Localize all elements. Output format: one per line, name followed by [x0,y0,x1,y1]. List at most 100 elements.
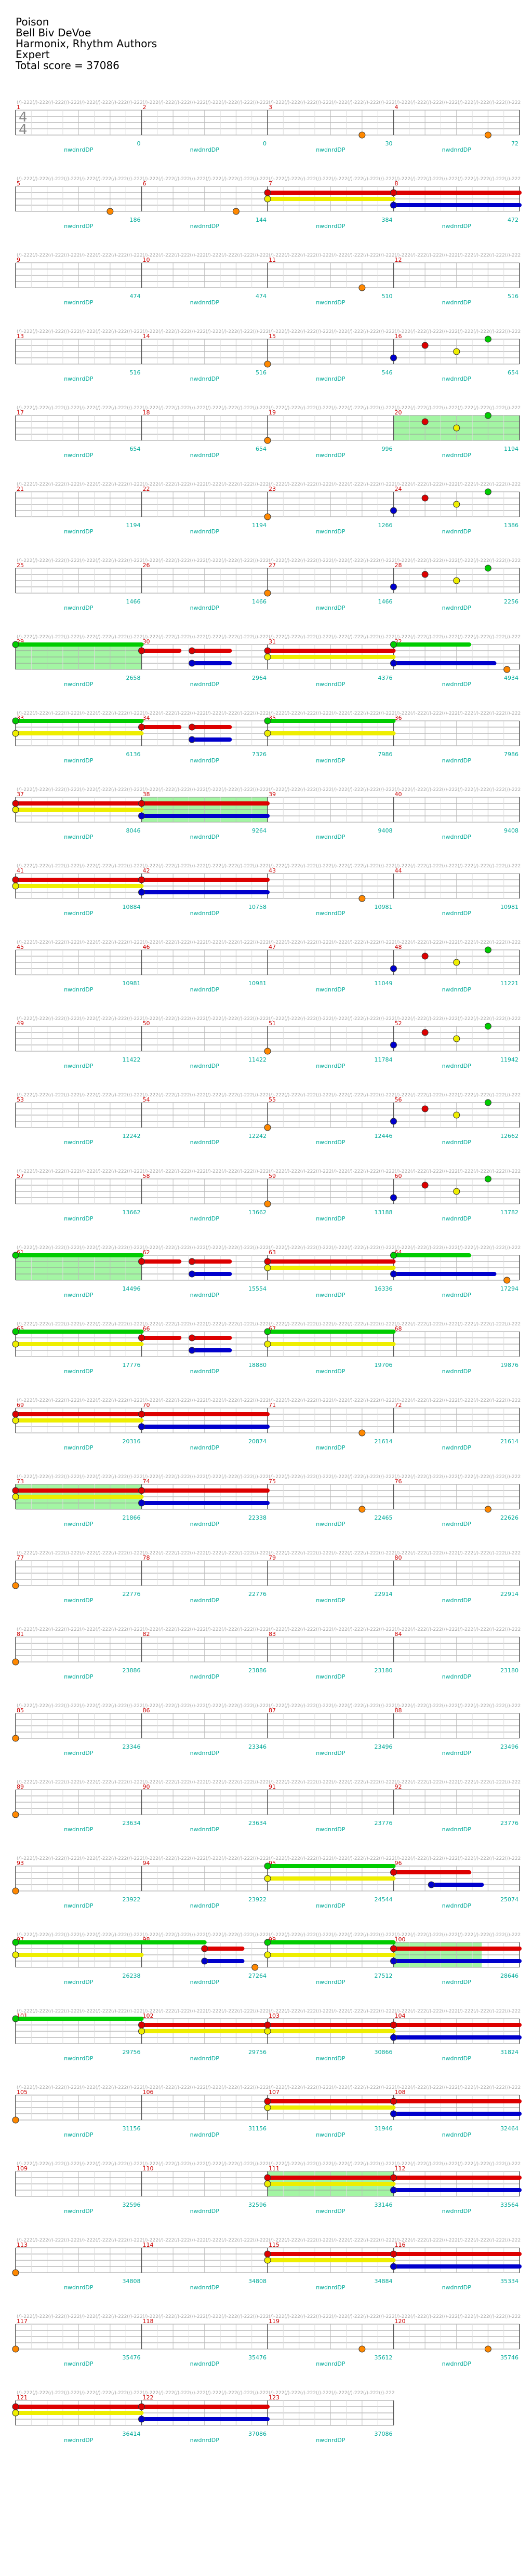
section-label: (∕)-222 [206,2391,221,2396]
note-gem [264,653,271,661]
score-label: nwdnrdDP [64,1750,94,1756]
note-gem [421,571,429,578]
section-label: (∕)-222 [473,482,489,487]
section-label: (∕)-222 [410,1933,426,1938]
section-label: (∕)-222 [48,1398,64,1403]
section-label: (∕)-222 [237,329,252,334]
section-label: (∕)-222 [473,1474,489,1480]
measure-number: 71 [269,1402,276,1408]
section-label: (∕)-222 [363,864,379,869]
section-label: (∕)-222 [237,2085,252,2090]
section-label: (∕)-222 [363,558,379,564]
score-label: nwdnrdDP [64,1826,94,1833]
score-label: nwdnrdDP [64,1292,94,1298]
note-gem [264,513,271,520]
section-label: (∕)-222 [284,1780,300,1785]
score-label: nwdnrdDP [64,528,94,535]
measure-number: 116 [395,2242,406,2248]
note-gem [138,647,145,654]
measure-number: 17 [17,409,24,416]
measure-number: 77 [17,1554,24,1561]
section-label: (∕)-222 [489,1245,504,1251]
score-label: nwdnrdDP [316,2055,345,2062]
section-label: (∕)-222 [111,1398,127,1403]
note-gem [12,1735,19,1742]
measure-score: 144 [256,217,267,223]
section-label: (∕)-222 [79,787,95,793]
section-label: (∕)-222 [143,558,158,564]
section-label: (∕)-222 [221,1245,237,1251]
section-label: (∕)-222 [64,940,79,945]
section-label: (∕)-222 [284,1474,300,1480]
score-label: nwdnrdDP [442,1063,472,1069]
section-label: (∕)-222 [363,940,379,945]
section-label: (∕)-222 [473,787,489,793]
score-label: nwdnrdDP [64,757,94,764]
section-label: (∕)-222 [489,406,504,411]
section-label: (∕)-222 [127,406,142,411]
measure-score: 23346 [123,1743,141,1750]
measure-number: 89 [17,1783,24,1790]
section-label: (∕)-222 [379,2085,394,2090]
section-label: (∕)-222 [206,1016,221,1022]
section-label: (∕)-222 [253,1703,269,1709]
section-label: (∕)-222 [426,635,442,640]
section-label: (∕)-222 [426,1169,442,1174]
section-label: (∕)-222 [237,1551,252,1556]
note-gem [138,812,145,820]
section-label: (∕)-222 [79,940,95,945]
section-label: (∕)-222 [316,1933,331,1938]
section-label: (∕)-222 [111,1016,127,1022]
section-label: (∕)-222 [300,482,316,487]
section-label: (∕)-222 [348,253,363,258]
measure-score: 23496 [500,1743,518,1750]
section-label: (∕)-222 [32,1169,48,1174]
measure-score: 27264 [248,1973,267,1979]
section-label: (∕)-222 [331,635,347,640]
measure-score: 31946 [375,2125,393,2132]
section-label: (∕)-222 [300,1398,316,1403]
measure-number: 121 [17,2394,28,2401]
score-label: nwdnrdDP [190,299,220,306]
section-label: (∕)-222 [253,940,269,945]
measure-number: 85 [17,1707,24,1714]
section-label: (∕)-222 [96,1551,111,1556]
section-label: (∕)-222 [269,635,284,640]
section-label: (∕)-222 [363,100,379,105]
section-label: (∕)-222 [96,1474,111,1480]
section-label: (∕)-222 [158,1474,174,1480]
section-label: (∕)-222 [253,1093,269,1098]
measure-score: 1266 [378,522,393,529]
section-label: (∕)-222 [458,2009,473,2014]
time-signature-top: 4 [19,110,28,125]
section-label: (∕)-222 [363,2238,379,2243]
measure-number: 63 [269,1249,276,1256]
chart-row: (∕)-222(∕)-222(∕)-222(∕)-222(∕)-222(∕)-2… [15,329,521,382]
section-label: (∕)-222 [316,558,331,564]
score-label: nwdnrdDP [442,1979,472,1985]
measure-number: 18 [143,409,150,416]
measure-number: 27 [269,562,276,569]
section-label: (∕)-222 [79,2238,95,2243]
section-label: (∕)-222 [17,940,32,945]
note-gem [484,131,491,139]
section-label: (∕)-222 [269,406,284,411]
section-label: (∕)-222 [395,940,410,945]
section-label: (∕)-222 [316,2391,331,2396]
section-label: (∕)-222 [284,558,300,564]
section-label: (∕)-222 [284,635,300,640]
section-label: (∕)-222 [505,1016,521,1022]
section-label: (∕)-222 [48,1169,64,1174]
measure-score: 33564 [500,2202,518,2208]
section-label: (∕)-222 [143,482,158,487]
measure-number: 115 [269,2242,280,2248]
section-label: (∕)-222 [143,1016,158,1022]
section-label: (∕)-222 [363,406,379,411]
section-label: (∕)-222 [442,1474,457,1480]
section-label: (∕)-222 [284,2162,300,2167]
section-label: (∕)-222 [410,711,426,716]
section-label: (∕)-222 [79,1551,95,1556]
section-label: (∕)-222 [143,2085,158,2090]
section-label: (∕)-222 [32,329,48,334]
note-gem [138,1258,145,1265]
